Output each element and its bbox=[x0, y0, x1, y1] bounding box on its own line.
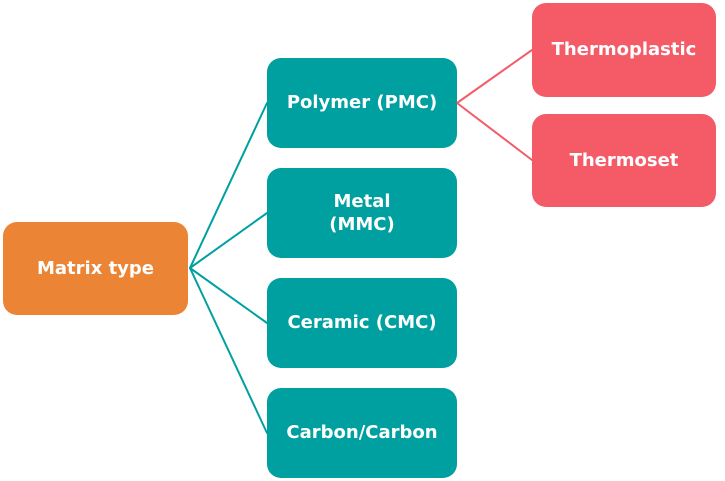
branch-connectors bbox=[189, 102, 268, 434]
node-thermoplastic: Thermoplastic bbox=[532, 3, 716, 97]
node-polymer-pmc-label: Polymer (PMC) bbox=[286, 92, 438, 114]
leaf-connectors bbox=[456, 49, 533, 161]
node-carbon-carbon: Carbon/Carbon bbox=[267, 388, 457, 478]
node-polymer-pmc: Polymer (PMC) bbox=[267, 58, 457, 148]
node-thermoplastic-label: Thermoplastic bbox=[551, 39, 697, 61]
node-carbon-carbon-label: Carbon/Carbon bbox=[286, 422, 438, 444]
node-matrix-type: Matrix type bbox=[3, 222, 188, 315]
node-metal-mmc-label: Metal (MMC) bbox=[329, 190, 395, 235]
node-matrix-type-label: Matrix type bbox=[36, 257, 155, 279]
node-ceramic-cmc-label: Ceramic (CMC) bbox=[287, 312, 437, 334]
node-ceramic-cmc: Ceramic (CMC) bbox=[267, 278, 457, 368]
node-thermoset: Thermoset bbox=[532, 114, 716, 207]
node-thermoset-label: Thermoset bbox=[569, 149, 679, 171]
node-metal-mmc: Metal (MMC) bbox=[267, 168, 457, 258]
